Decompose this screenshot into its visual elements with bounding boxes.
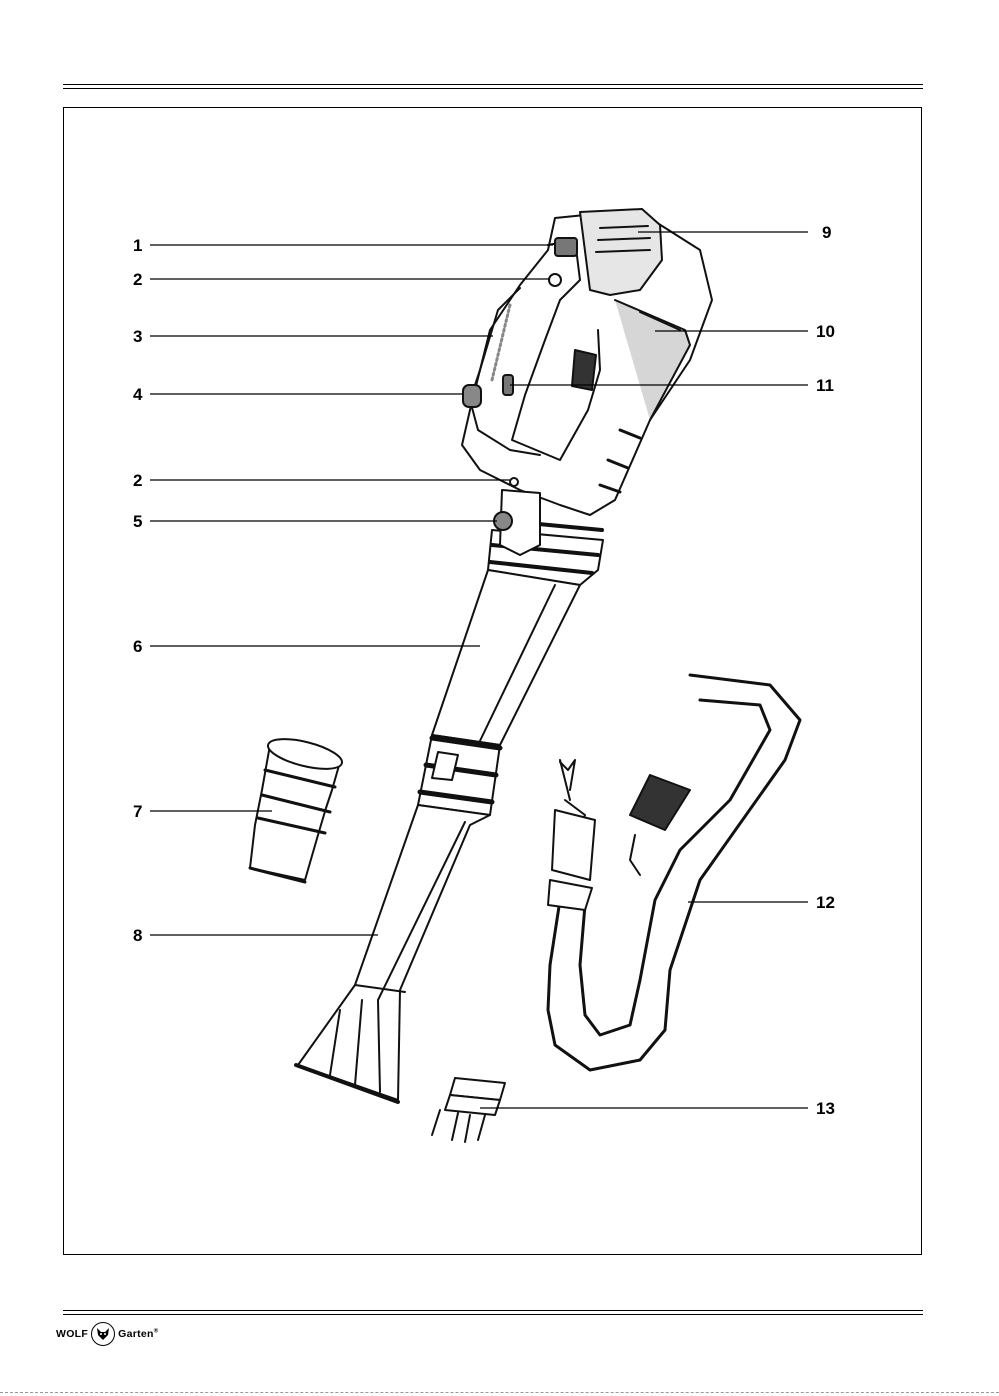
callout-1: 1 (133, 236, 142, 256)
callout-11: 11 (816, 376, 834, 396)
callout-4: 4 (133, 385, 142, 405)
brand-wolf: WOLF (56, 1328, 88, 1340)
callout-3: 3 (133, 327, 142, 347)
callout-2-upper: 2 (133, 270, 142, 290)
callout-5: 5 (133, 512, 142, 532)
brand-garten: Garten® (118, 1328, 158, 1340)
callout-7: 7 (133, 802, 142, 822)
callout-8: 8 (133, 926, 142, 946)
callout-6: 6 (133, 637, 142, 657)
callout-2-lower: 2 (133, 471, 142, 491)
callout-10: 10 (816, 322, 835, 342)
callout-9: 9 (822, 223, 831, 243)
page-edge (0, 1392, 999, 1393)
wolf-garten-logo: WOLF Garten® (56, 1322, 159, 1346)
footer-rule (63, 1310, 923, 1315)
callout-12: 12 (816, 893, 835, 913)
wolf-head-icon (91, 1322, 115, 1346)
callout-13: 13 (816, 1099, 835, 1119)
